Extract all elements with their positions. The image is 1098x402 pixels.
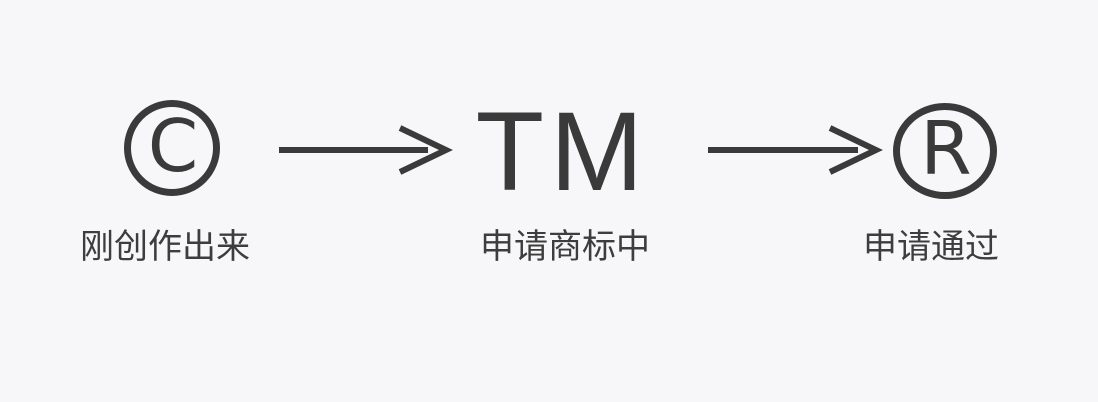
arrow-right-icon — [708, 125, 883, 175]
copyright-glyph: C — [147, 104, 199, 188]
arrow-right-icon — [279, 125, 453, 175]
registered-glyph: R — [920, 106, 972, 192]
registered-symbol: R — [893, 103, 997, 199]
copyright-label: 刚创作出来 — [80, 227, 250, 267]
trademark-label: 申请商标中 — [480, 227, 650, 267]
trademark-symbol: TM — [475, 89, 650, 214]
registered-label: 申请通过 — [863, 227, 999, 267]
copyright-symbol: C — [124, 100, 220, 196]
